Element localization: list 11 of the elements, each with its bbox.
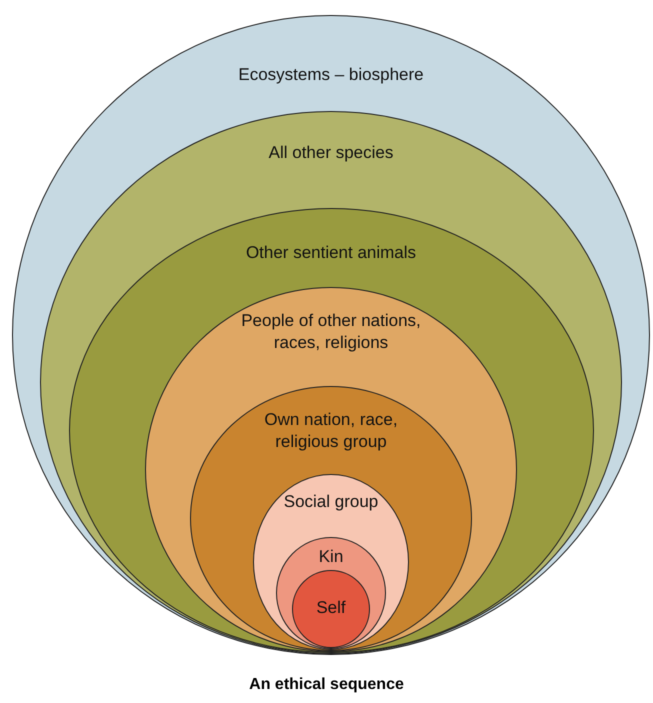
nested-circle bbox=[276, 537, 386, 649]
circle-label: All other species bbox=[268, 142, 394, 164]
circle-label: Social group bbox=[282, 491, 380, 513]
circle-label: Own nation, race, religious group bbox=[263, 409, 399, 454]
circle-label: Ecosystems – biosphere bbox=[237, 64, 425, 86]
circle-label: Kin bbox=[318, 546, 344, 568]
caption: An ethical sequence bbox=[248, 676, 405, 694]
circle-label: Self bbox=[315, 597, 347, 619]
circle-label: People of other nations, races, religions bbox=[240, 310, 422, 354]
nested-circle bbox=[292, 570, 370, 648]
circle-label: Other sentient animals bbox=[244, 242, 418, 264]
